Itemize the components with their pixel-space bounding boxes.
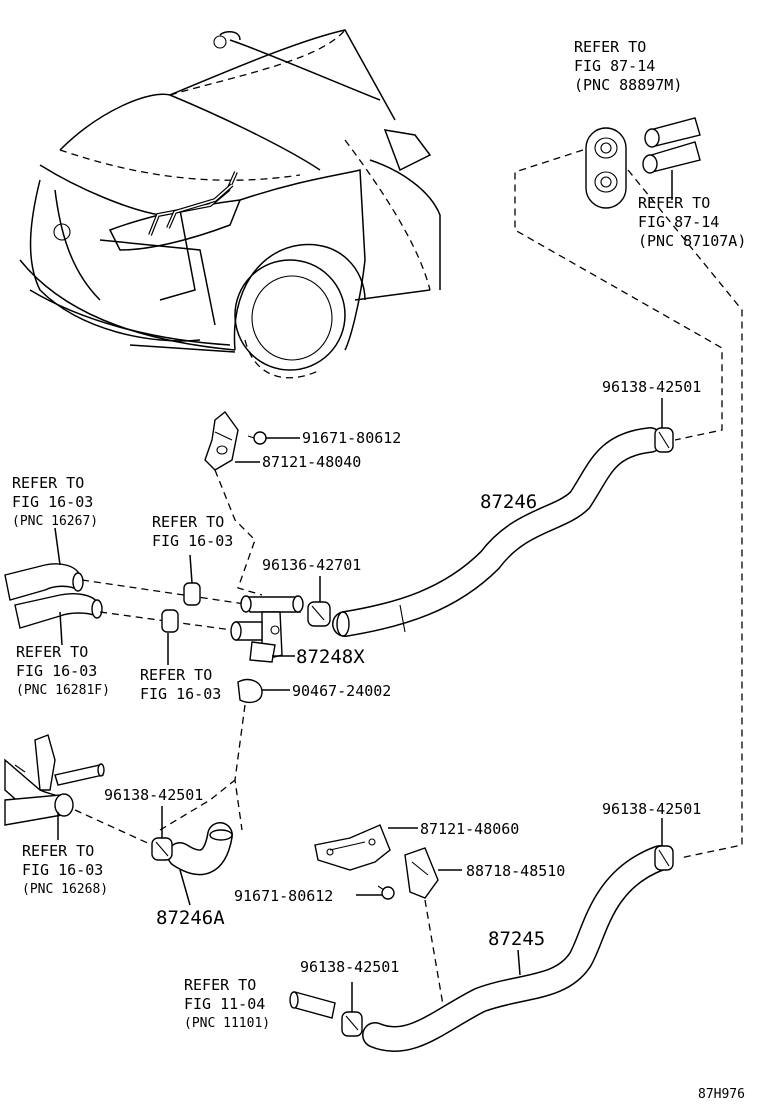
ref-text-line: FIG 16-03: [140, 685, 221, 703]
label-bracket-upper: 87121-48040: [262, 453, 361, 471]
ref-text-line: (PNC 87107A): [638, 232, 746, 250]
label-clamp-mid: 96136-42701: [262, 556, 361, 574]
clamp-mid: [307, 601, 331, 627]
clamp-left-a: [183, 582, 201, 606]
ref-text-line: (PNC 16268): [22, 882, 108, 897]
bolt-lower: [377, 885, 395, 900]
ref-text-line: FIG 87-14: [638, 213, 719, 231]
hose-87245: [362, 845, 673, 1052]
heater-pipes-left: [4, 563, 103, 629]
label-ref-16-03-e: REFER TO FIG 16-03 (PNC 16268): [22, 842, 108, 897]
clamp-left-b: [161, 609, 179, 633]
clip-lower: [404, 847, 439, 899]
ref-text-line: REFER TO: [16, 643, 88, 661]
ref-text-line: FIG 87-14: [574, 57, 655, 75]
label-bracket-lower: 87121-48060: [420, 820, 519, 838]
pipe-bottom: [289, 991, 336, 1019]
label-clamp-lower-right: 96138-42501: [602, 800, 701, 818]
water-valve: [230, 595, 304, 663]
heater-pipes-upper-right: [642, 117, 701, 200]
label-hose-lower: 87245: [488, 928, 545, 950]
ref-text-line: FIG 16-03: [12, 493, 93, 511]
ref-text-line: REFER TO: [184, 976, 256, 994]
label-ref-16-03-b: REFER TO FIG 16-03: [152, 513, 233, 550]
label-bolt-lower: 91671-80612: [234, 887, 333, 905]
ref-text-line: FIG 11-04: [184, 995, 265, 1013]
clamp-left-lower: [151, 837, 173, 861]
label-clamp-left-lower: 96138-42501: [104, 786, 203, 804]
clamp-lower-right: [654, 845, 674, 871]
label-grommet-mid: 90467-24002: [292, 682, 391, 700]
ref-text-line: FIG 16-03: [16, 662, 97, 680]
ref-text-line: (PNC 16281F): [16, 683, 110, 698]
label-ref-11-04: REFER TO FIG 11-04 (PNC 11101): [184, 976, 270, 1031]
ref-text-line: (PNC 16267): [12, 514, 98, 529]
clamp-bottom: [341, 1011, 363, 1037]
diagram-code: 87H976: [698, 1087, 745, 1102]
ref-text-line: REFER TO: [152, 513, 224, 531]
label-ref-16-03-d: REFER TO FIG 16-03: [140, 666, 221, 703]
ref-text-line: REFER TO: [22, 842, 94, 860]
label-hose-upper: 87246: [480, 491, 537, 513]
grommet-mid: [237, 678, 263, 704]
ref-text-line: FIG 16-03: [152, 532, 233, 550]
bolt-upper: [247, 431, 267, 445]
grommet-upper-right: [585, 127, 627, 209]
label-valve: 87248X: [296, 646, 365, 668]
label-clamp-bottom: 96138-42501: [300, 958, 399, 976]
vehicle-front-sketch: [19, 29, 441, 379]
ref-text-line: (PNC 88897M): [574, 76, 682, 94]
label-ref-87-14-a: REFER TO FIG 87-14 (PNC 88897M): [574, 38, 682, 94]
label-bolt-upper: 91671-80612: [302, 429, 401, 447]
ref-text-line: REFER TO: [638, 194, 710, 212]
clamp-upper-right: [654, 427, 674, 453]
label-ref-87-14-b: REFER TO FIG 87-14 (PNC 87107A): [638, 194, 746, 250]
hose-87246a: [167, 822, 233, 876]
ref-text-line: (PNC 11101): [184, 1016, 270, 1031]
label-ref-16-03-a: REFER TO FIG 16-03 (PNC 16267): [12, 474, 98, 529]
bracket-lower: [314, 824, 391, 871]
heater-pipe-lower-left: [4, 734, 105, 826]
bracket-upper: [204, 410, 239, 471]
ref-text-line: FIG 16-03: [22, 861, 103, 879]
label-clamp-upper-right: 96138-42501: [602, 378, 701, 396]
ref-text-line: REFER TO: [574, 38, 646, 56]
ref-text-line: REFER TO: [12, 474, 84, 492]
hose-87246: [332, 427, 663, 637]
label-clip-lower: 88718-48510: [466, 862, 565, 880]
label-ref-16-03-c: REFER TO FIG 16-03 (PNC 16281F): [16, 643, 110, 698]
ref-text-line: REFER TO: [140, 666, 212, 684]
label-hose-small: 87246A: [156, 907, 225, 929]
